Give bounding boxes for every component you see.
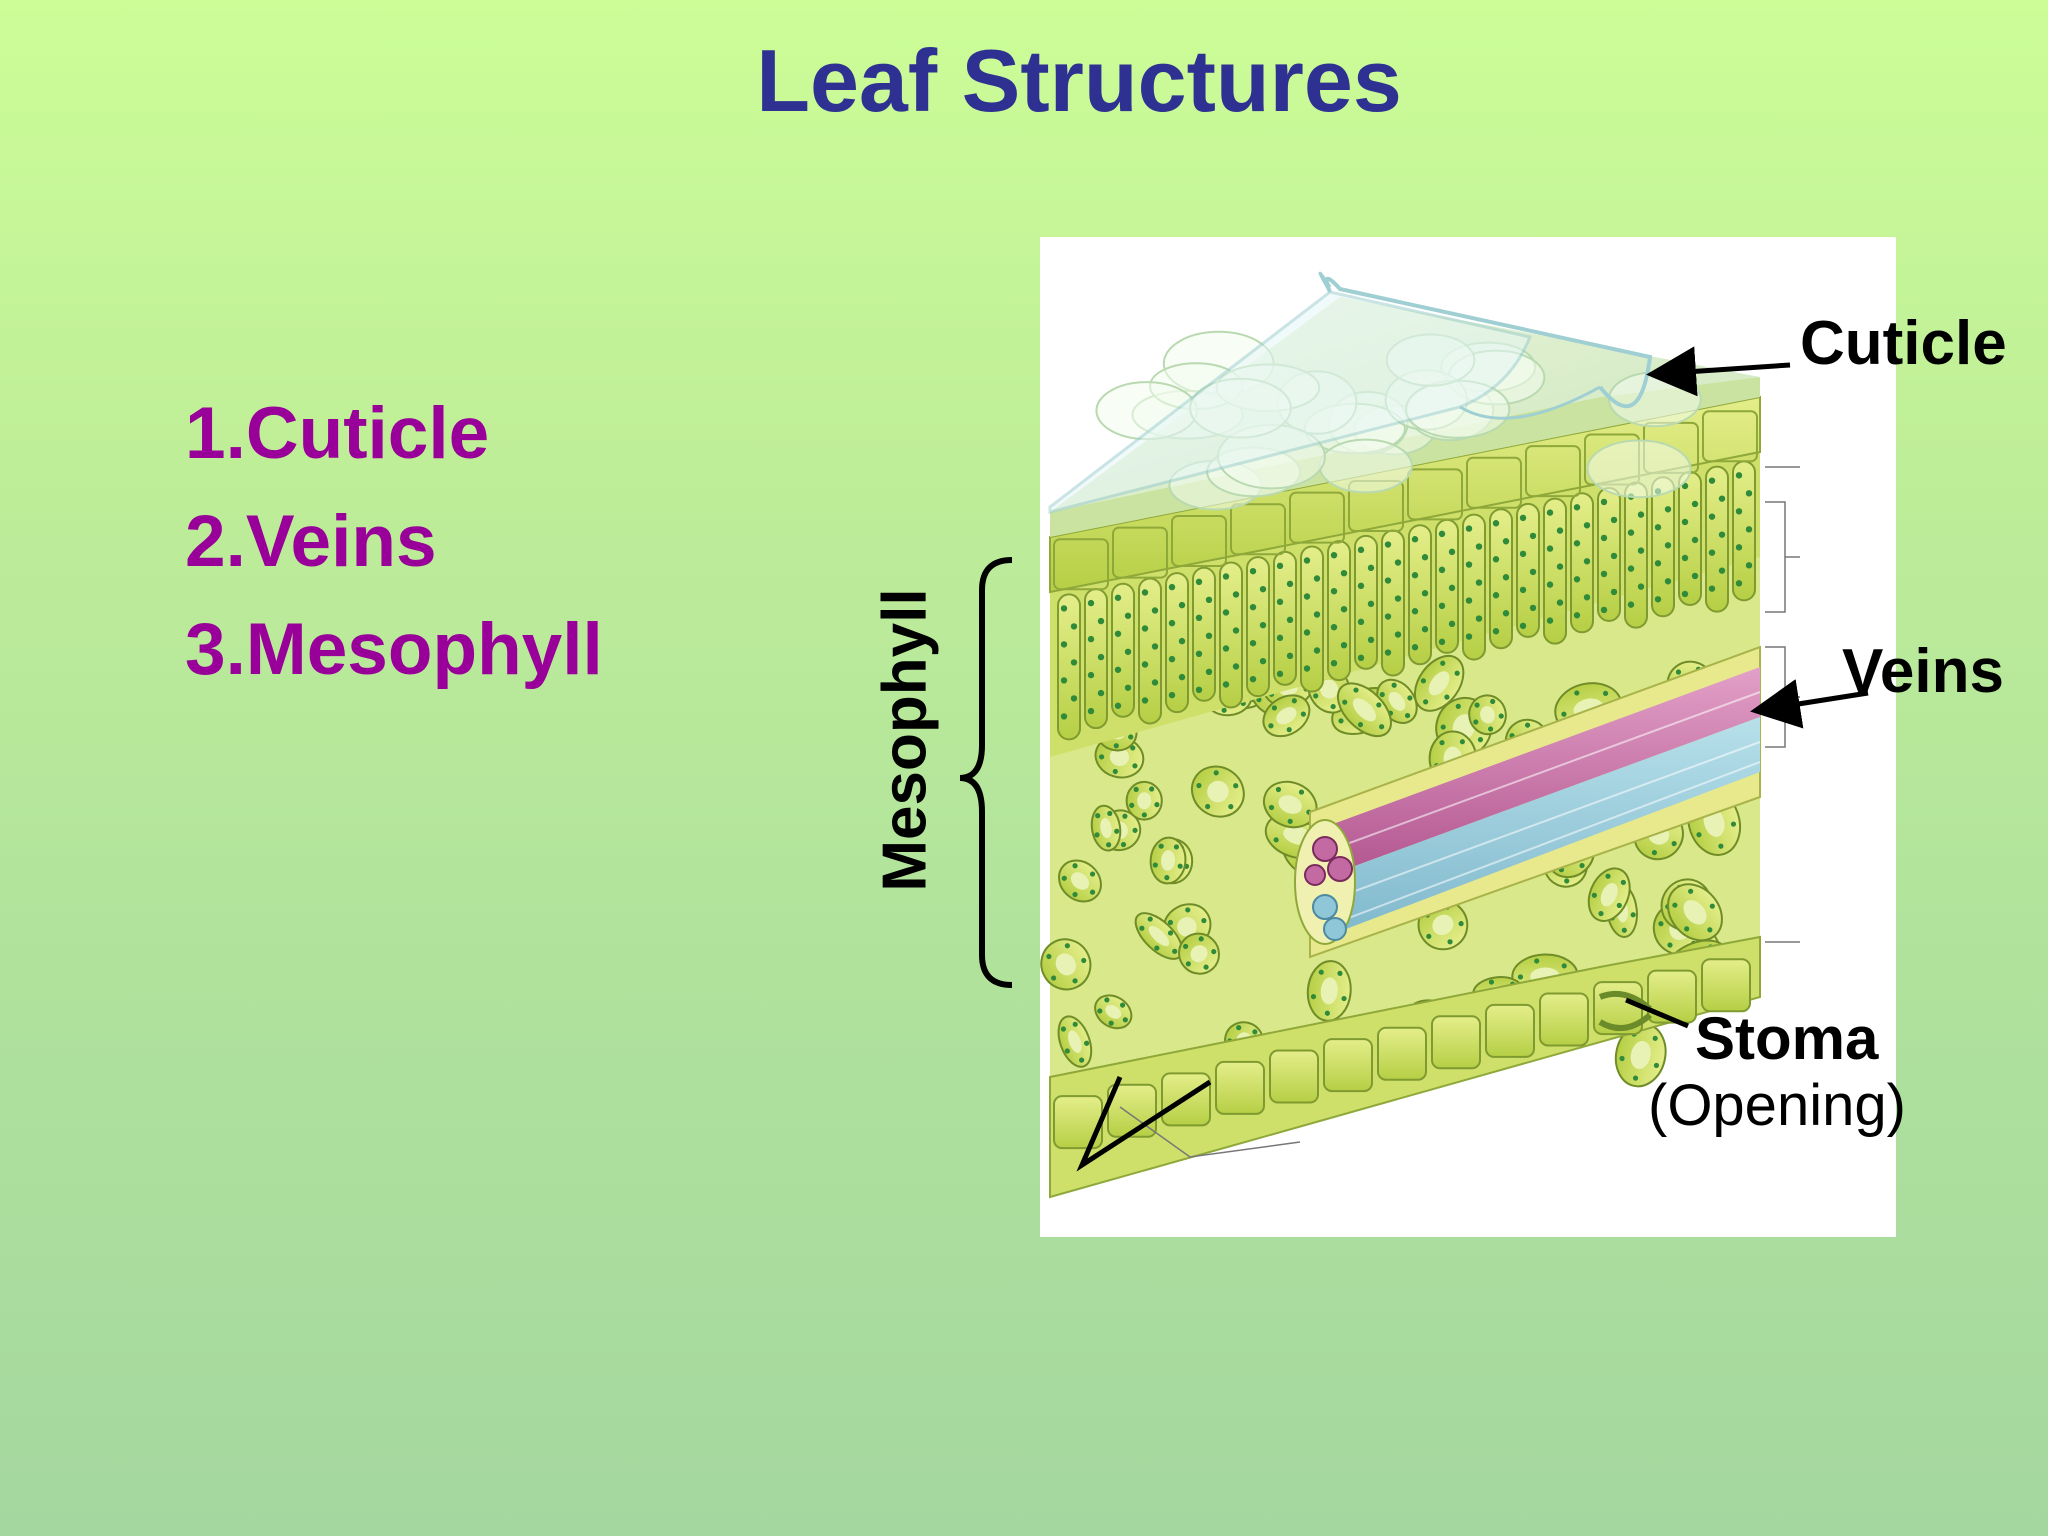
stoma-label: Stoma xyxy=(1695,1005,1879,1072)
upper-epidermis xyxy=(1049,395,1761,594)
list-item-cuticle: 1.Cuticle xyxy=(185,393,490,474)
cuticle-label: Cuticle xyxy=(1800,309,2007,378)
veins-label: Veins xyxy=(1842,637,2004,706)
leaf-illustration-svg xyxy=(1040,271,1800,1199)
opening-label: (Opening) xyxy=(1648,1073,1906,1138)
leaf-cross-section-illustration xyxy=(1040,237,1896,1237)
mesophyll-brace xyxy=(959,557,1013,988)
structure-list: 1.Cuticle 2.Veins 3.Mesophyll xyxy=(185,380,603,704)
list-item-mesophyll: 3.Mesophyll xyxy=(185,609,603,690)
mesophyll-label: Mesophyll xyxy=(870,588,940,892)
slide-title: Leaf Structures xyxy=(756,31,1402,130)
vein-bundle xyxy=(1294,645,1761,959)
list-item-veins: 2.Veins xyxy=(185,501,437,582)
